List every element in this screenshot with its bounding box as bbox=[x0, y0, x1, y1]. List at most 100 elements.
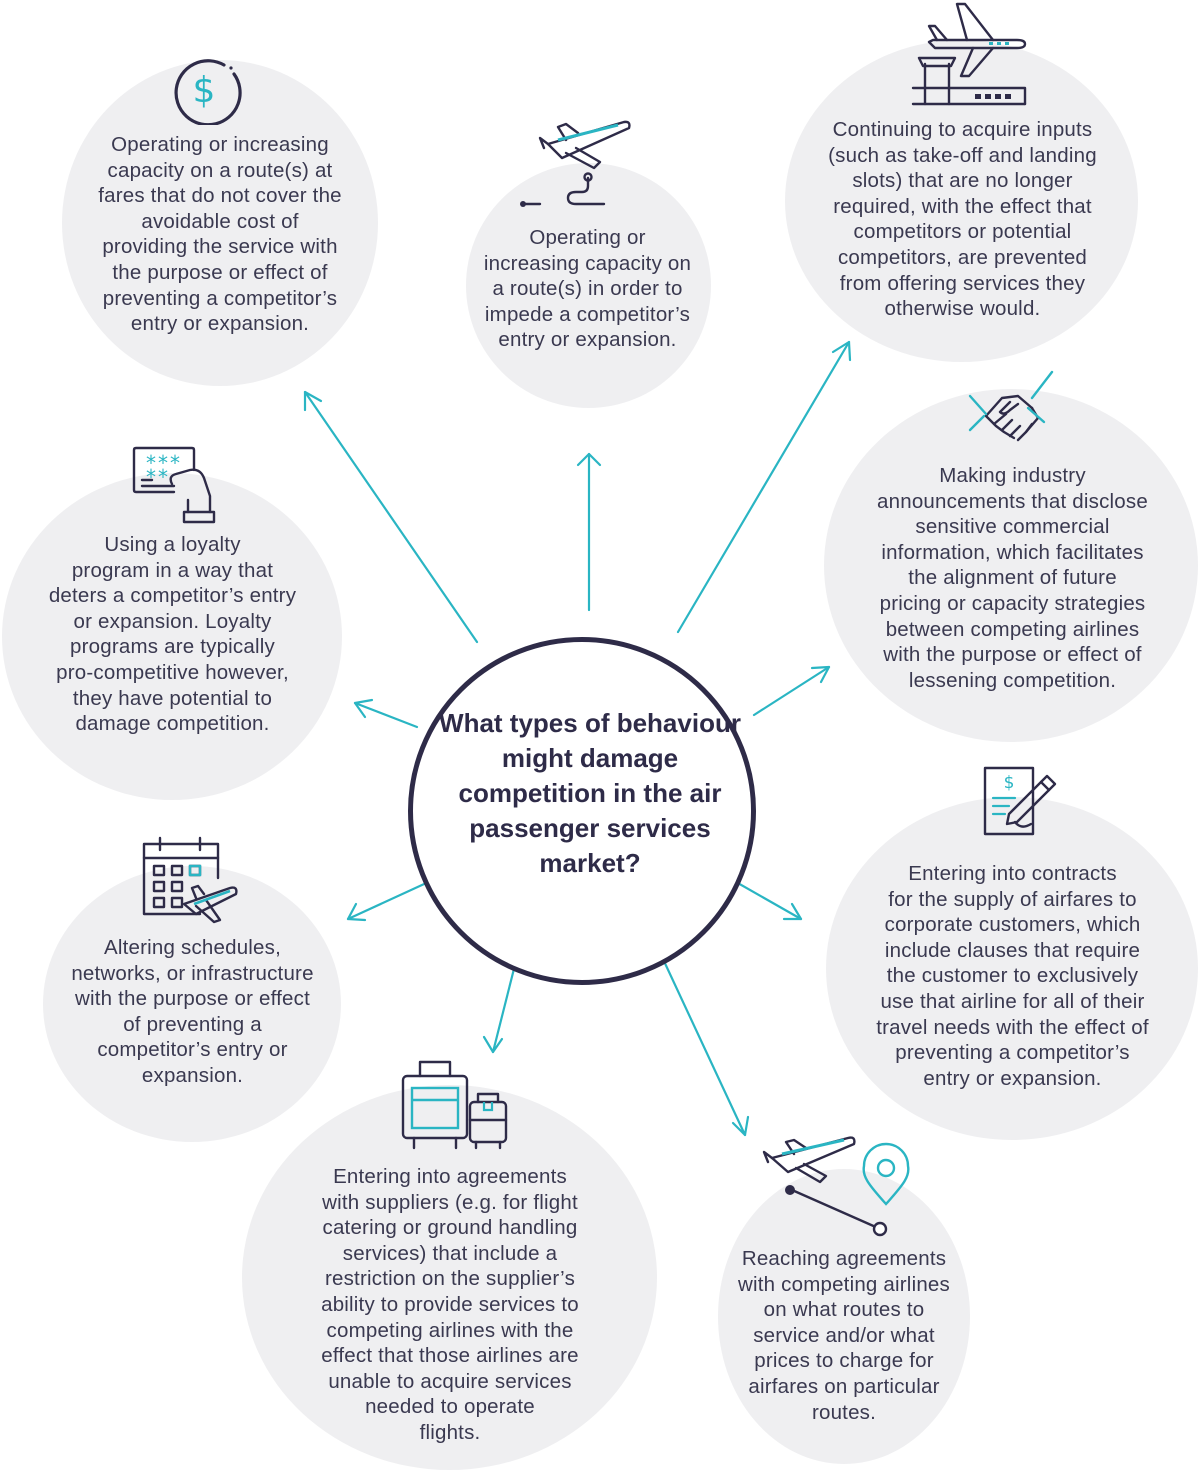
text-line: preventing a competitor’s bbox=[102, 286, 338, 310]
handshake-icon bbox=[968, 370, 1054, 442]
text-line: capacity on a route(s) at bbox=[107, 158, 333, 182]
text-line: competitor’s entry or bbox=[97, 1038, 288, 1062]
text-line: service and/or what bbox=[753, 1323, 935, 1347]
center-title: What types of behaviour might damage com… bbox=[439, 708, 741, 878]
text-line: from offering services they bbox=[839, 271, 1086, 295]
text-line: entry or expansion. bbox=[498, 328, 677, 352]
text-line: networks, or infrastructure bbox=[71, 961, 314, 985]
luggage-icon bbox=[401, 1060, 508, 1150]
text-line: ability to provide services to bbox=[321, 1292, 579, 1316]
text-line: travel needs with the effect of bbox=[876, 1015, 1149, 1039]
text-line: of preventing a bbox=[123, 1012, 262, 1036]
text-line: slots) that are no longer bbox=[852, 169, 1073, 193]
text-line: flights. bbox=[419, 1420, 481, 1444]
text-line: with the purpose or effect bbox=[74, 987, 310, 1011]
text-line: or expansion. Loyalty bbox=[73, 609, 272, 633]
text-line: the purpose or effect of bbox=[112, 260, 328, 284]
text-line: information, which facilitates bbox=[881, 540, 1144, 564]
text-acquire-inputs: Continuing to acquire inputs(such as tak… bbox=[800, 117, 1125, 322]
text-line: Operating or bbox=[529, 226, 646, 249]
arrow-acquire-inputs bbox=[676, 340, 852, 634]
calendar-plane-icon bbox=[142, 836, 238, 924]
text-line: entry or expansion. bbox=[923, 1066, 1102, 1090]
svg-text:***: *** bbox=[146, 451, 182, 475]
text-line: pricing or capacity strategies bbox=[879, 591, 1146, 615]
text-line: they have potential to bbox=[72, 686, 273, 710]
text-line: required, with the effect that bbox=[833, 194, 1092, 218]
text-line: program in a way that bbox=[71, 558, 274, 582]
text-line: with suppliers (e.g. for flight bbox=[322, 1190, 578, 1214]
text-line: services) that include a bbox=[342, 1241, 558, 1265]
text-line: use that airline for all of their bbox=[880, 989, 1145, 1013]
text-line: effect that those airlines are bbox=[321, 1344, 579, 1368]
airport-plane-icon bbox=[911, 2, 1027, 106]
svg-text:$: $ bbox=[1004, 773, 1015, 793]
text-line: providing the service with bbox=[102, 235, 338, 259]
text-line: avoidable cost of bbox=[141, 209, 299, 233]
text-line: expansion. bbox=[141, 1063, 244, 1087]
text-line: unable to acquire services bbox=[328, 1369, 572, 1393]
arrow-loyalty-program bbox=[353, 698, 419, 729]
route-pin-icon bbox=[762, 1136, 910, 1237]
text-line: needed to operate bbox=[365, 1395, 535, 1419]
text-line: increasing capacity on bbox=[483, 251, 692, 275]
text-line: prices to charge for bbox=[754, 1349, 934, 1373]
text-line: Reaching agreements bbox=[741, 1247, 947, 1270]
center-circle bbox=[408, 637, 756, 985]
text-line: preventing a competitor’s bbox=[895, 1041, 1130, 1065]
arrow-impede-capacity bbox=[576, 452, 602, 612]
text-line: (such as take-off and landing bbox=[828, 143, 1097, 167]
text-line: Altering schedules, bbox=[103, 936, 281, 959]
text-line: Entering into agreements bbox=[333, 1165, 567, 1188]
text-line: programs are typically bbox=[70, 635, 275, 659]
text-line: Making industry bbox=[939, 464, 1086, 487]
text-line: Continuing to acquire inputs bbox=[832, 118, 1093, 141]
text-line: impede a competitor’s bbox=[484, 302, 691, 326]
text-line: entry or expansion. bbox=[130, 312, 310, 336]
text-line: with competing airlines bbox=[738, 1272, 950, 1296]
text-line: routes. bbox=[811, 1400, 877, 1424]
text-line: lessening competition. bbox=[908, 668, 1117, 692]
text-line: deters a competitor’s entry bbox=[48, 584, 297, 608]
text-line: for the supply of airfares to bbox=[888, 887, 1137, 911]
text-line: between competing airlines bbox=[885, 617, 1140, 641]
text-line: otherwise would. bbox=[884, 297, 1041, 321]
text-line: with the purpose or effect of bbox=[883, 643, 1142, 667]
text-line: corporate customers, which bbox=[884, 913, 1141, 937]
text-line: airfares on particular bbox=[748, 1374, 940, 1398]
bubble-route-agreements bbox=[718, 1169, 970, 1464]
text-line: sensitive commercial bbox=[915, 515, 1110, 539]
arrow-altering-schedules bbox=[346, 877, 437, 922]
dollar-icon: $ bbox=[174, 59, 242, 125]
bubble-loyalty-program bbox=[2, 473, 342, 800]
text-line: include clauses that require bbox=[884, 938, 1141, 962]
text-line: a route(s) in order to bbox=[492, 277, 683, 301]
bubble-industry-announcements bbox=[824, 389, 1198, 742]
text-altering-schedules: Altering schedules,networks, or infrastr… bbox=[40, 935, 345, 1089]
arrow-exclusive-contracts bbox=[734, 880, 803, 921]
bubble-below-cost-capacity bbox=[62, 60, 378, 386]
text-line: Operating or increasing bbox=[111, 133, 329, 156]
arrow-below-cost-capacity bbox=[303, 390, 479, 644]
text-line: competitors, are prevented bbox=[837, 245, 1088, 269]
svg-text:$: $ bbox=[193, 70, 216, 111]
bubble-exclusive-contracts bbox=[826, 797, 1198, 1140]
loyalty-card-icon: *** ** bbox=[132, 446, 216, 524]
text-line: Using a loyalty bbox=[104, 533, 241, 556]
text-line: Entering into contracts bbox=[908, 862, 1117, 885]
text-line: on what routes to bbox=[763, 1298, 925, 1322]
text-line: pro-competitive however, bbox=[56, 660, 289, 684]
text-line: competing airlines with the bbox=[326, 1318, 574, 1342]
text-line: the alignment of future bbox=[908, 566, 1117, 590]
text-line: catering or ground handling bbox=[322, 1216, 578, 1240]
contract-icon: $ bbox=[983, 766, 1057, 836]
text-line: the customer to exclusively bbox=[886, 964, 1139, 988]
svg-text:**: ** bbox=[146, 465, 170, 489]
